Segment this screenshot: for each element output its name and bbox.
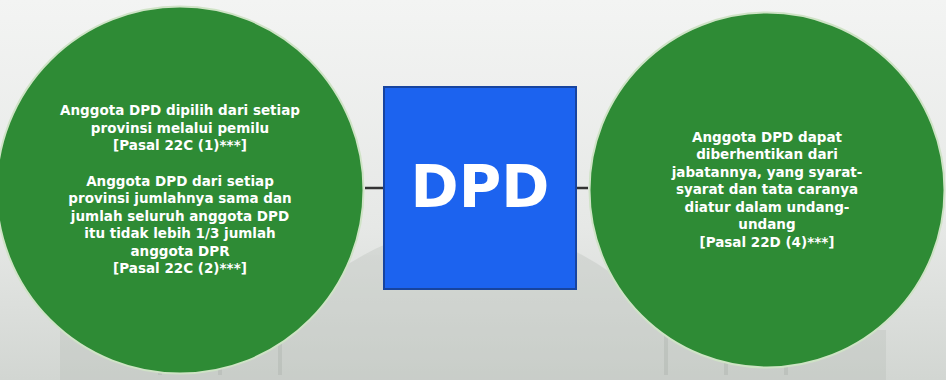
text-area: Anggota DPD dapat diberhentikan dari jab… xyxy=(588,11,946,369)
statement-text: Anggota DPD dipilih dari setiap provinsi… xyxy=(60,102,300,137)
text-area: DPD xyxy=(383,86,577,290)
title-label: DPD xyxy=(390,150,570,225)
text-area: Anggota DPD dipilih dari setiap provinsi… xyxy=(0,5,365,375)
info-circle: Anggota DPD dapat diberhentikan dari jab… xyxy=(588,11,946,369)
connector-line xyxy=(577,187,588,190)
article-reference: [Pasal 22C (2)***] xyxy=(60,260,300,278)
box-fill xyxy=(384,87,576,289)
circle-fill xyxy=(0,7,364,374)
article-reference: [Pasal 22D (4)***] xyxy=(662,234,872,252)
statement-text: Anggota DPD dapat diberhentikan dari jab… xyxy=(662,129,872,234)
title-box: DPD xyxy=(383,86,577,290)
article-reference: [Pasal 22C (1)***] xyxy=(60,137,300,155)
info-circle: Anggota DPD dipilih dari setiap provinsi… xyxy=(0,5,365,375)
connector-line xyxy=(365,187,383,190)
circle-fill xyxy=(590,13,945,368)
statement-text: Anggota DPD dari setiap provinsi jumlahn… xyxy=(60,173,300,261)
circle-outline xyxy=(0,5,365,375)
